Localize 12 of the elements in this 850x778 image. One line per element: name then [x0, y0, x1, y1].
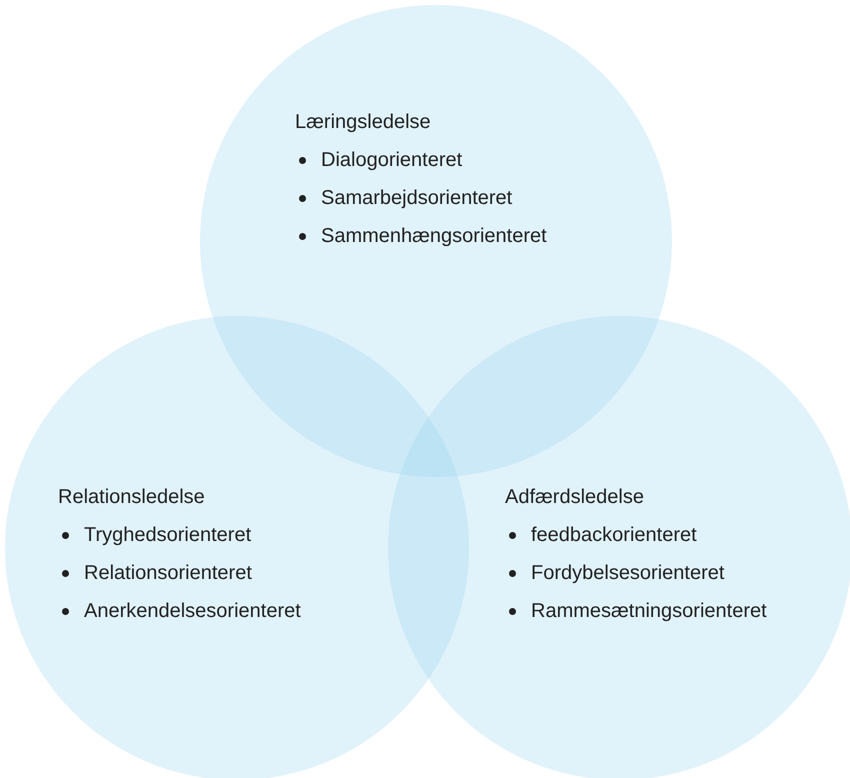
bullet-item: Relationsorienteret	[58, 554, 301, 592]
bullet-item: feedbackorienteret	[505, 516, 767, 554]
bullet-item: Samarbejdsorienteret	[295, 179, 547, 217]
bullet-item: Dialogorienteret	[295, 141, 547, 179]
bullet-item: Rammesætningsorienteret	[505, 592, 767, 630]
circle-heading: Relationsledelse	[58, 485, 206, 510]
bullet-item: Fordybelsesorienteret	[505, 554, 767, 592]
circle-heading: Adfærdsledelse	[505, 485, 645, 510]
bullet-item: Tryghedsorienteret	[58, 516, 301, 554]
bullet-item: Anerkendelsesorienteret	[58, 592, 301, 630]
bullet-item: Sammenhængsorienteret	[295, 217, 547, 255]
circle-heading: Læringsledelse	[295, 110, 432, 135]
